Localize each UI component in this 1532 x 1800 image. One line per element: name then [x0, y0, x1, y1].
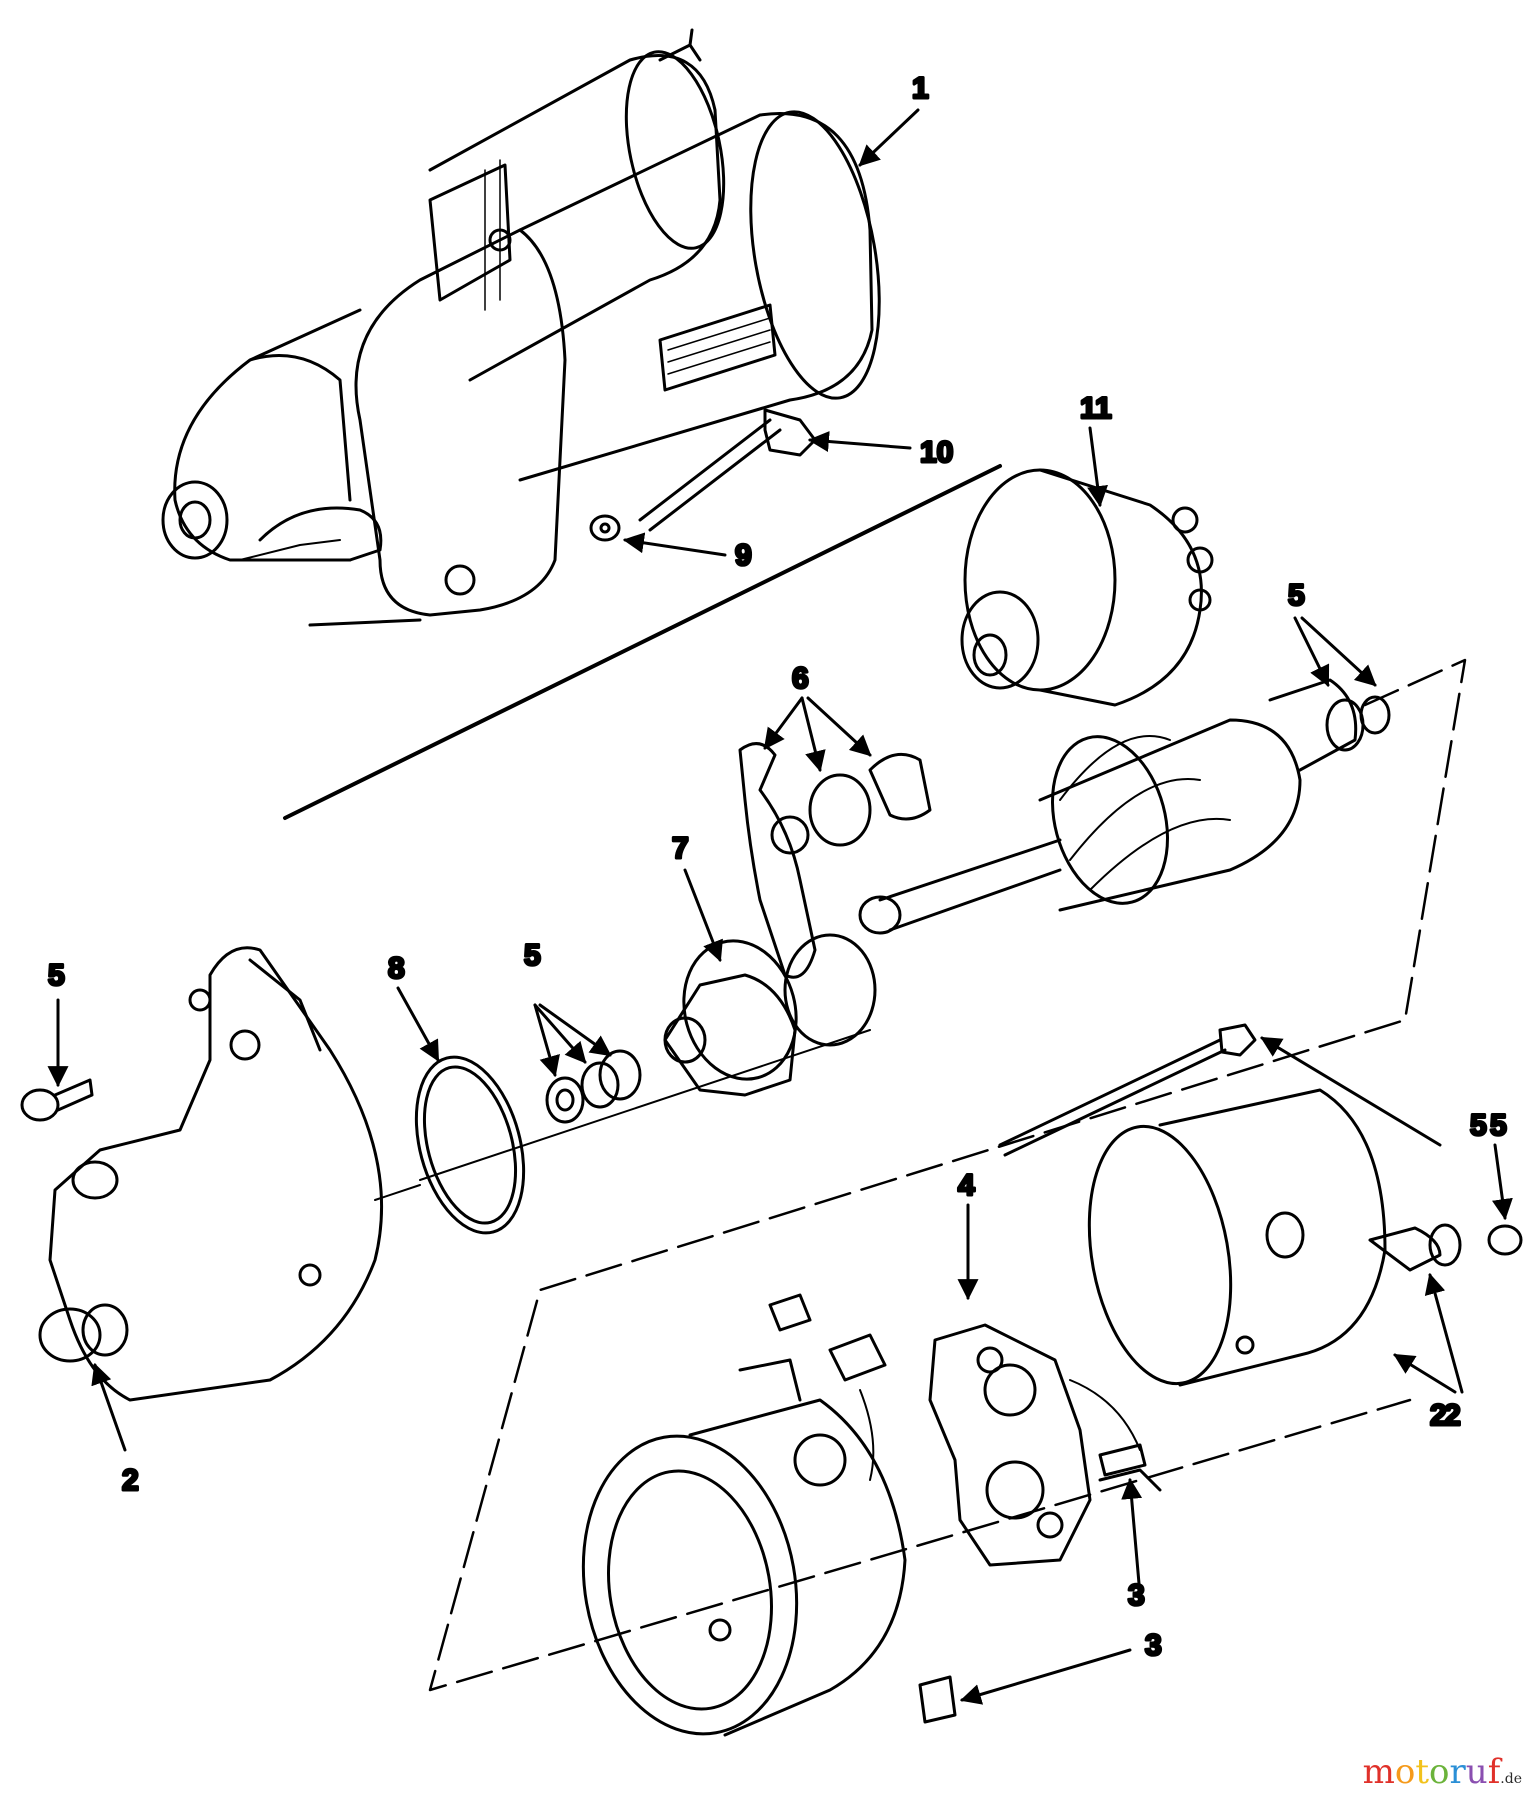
- watermark-letter: f: [1487, 1752, 1501, 1792]
- brush-b-part: [1098, 1443, 1147, 1477]
- callout-label: 5: [1470, 1109, 1487, 1142]
- callout-label: 9: [735, 539, 752, 572]
- watermark-letter: u: [1465, 1752, 1488, 1792]
- retainer-rings-part: [545, 1049, 642, 1124]
- callout-label: 10: [920, 436, 953, 469]
- callout-label: 3: [1145, 1629, 1162, 1662]
- motoruf-watermark-logo: motoruf.de: [1363, 1752, 1522, 1792]
- drive-assembly-part: [663, 933, 877, 1097]
- callout-label: 5: [524, 939, 541, 972]
- callout-label: 2: [1430, 1399, 1447, 1432]
- seal-ring-part: [414, 1029, 871, 1235]
- callout-label: 5: [48, 959, 65, 992]
- callout-arrows: [47, 108, 1513, 1705]
- callout-label: 1: [912, 72, 929, 105]
- callout-label: 11: [1080, 392, 1112, 425]
- callout-label: 2: [1444, 1399, 1461, 1432]
- armature-part: [858, 678, 1391, 935]
- callout-label: 2: [122, 1464, 139, 1497]
- drive-end-bracket-part: [38, 946, 421, 1402]
- watermark-letter: o: [1429, 1752, 1450, 1792]
- shift-lever-part: [738, 742, 932, 979]
- end-frame-part: [1087, 1088, 1462, 1387]
- screw-part: [20, 1078, 94, 1122]
- brush-a-part: [918, 1675, 957, 1724]
- assembled-starter-motor: [161, 28, 881, 627]
- solenoid-part: [960, 468, 1214, 707]
- watermark-letter: t: [1415, 1752, 1430, 1792]
- watermark-letter: m: [1362, 1752, 1395, 1792]
- watermark-letter: r: [1449, 1752, 1466, 1792]
- through-bolt-part: [998, 1023, 1257, 1157]
- callout-label: 5: [1288, 579, 1305, 612]
- field-frame-part: [581, 1293, 907, 1737]
- nut-part: [1487, 1224, 1523, 1256]
- callout-label: 5: [1490, 1109, 1507, 1142]
- assembly-guide-line: [428, 658, 1467, 1692]
- callout-label: 3: [1128, 1579, 1145, 1612]
- callout-label: 6: [792, 662, 809, 695]
- watermark-letter: o: [1394, 1752, 1416, 1792]
- callout-label: 4: [958, 1169, 975, 1202]
- callout-label: 7: [672, 832, 689, 865]
- watermark-suffix: .de: [1500, 1771, 1522, 1787]
- callout-label: 8: [388, 952, 405, 985]
- separator-line: [283, 464, 1002, 820]
- brush-holder-part: [928, 1323, 1162, 1567]
